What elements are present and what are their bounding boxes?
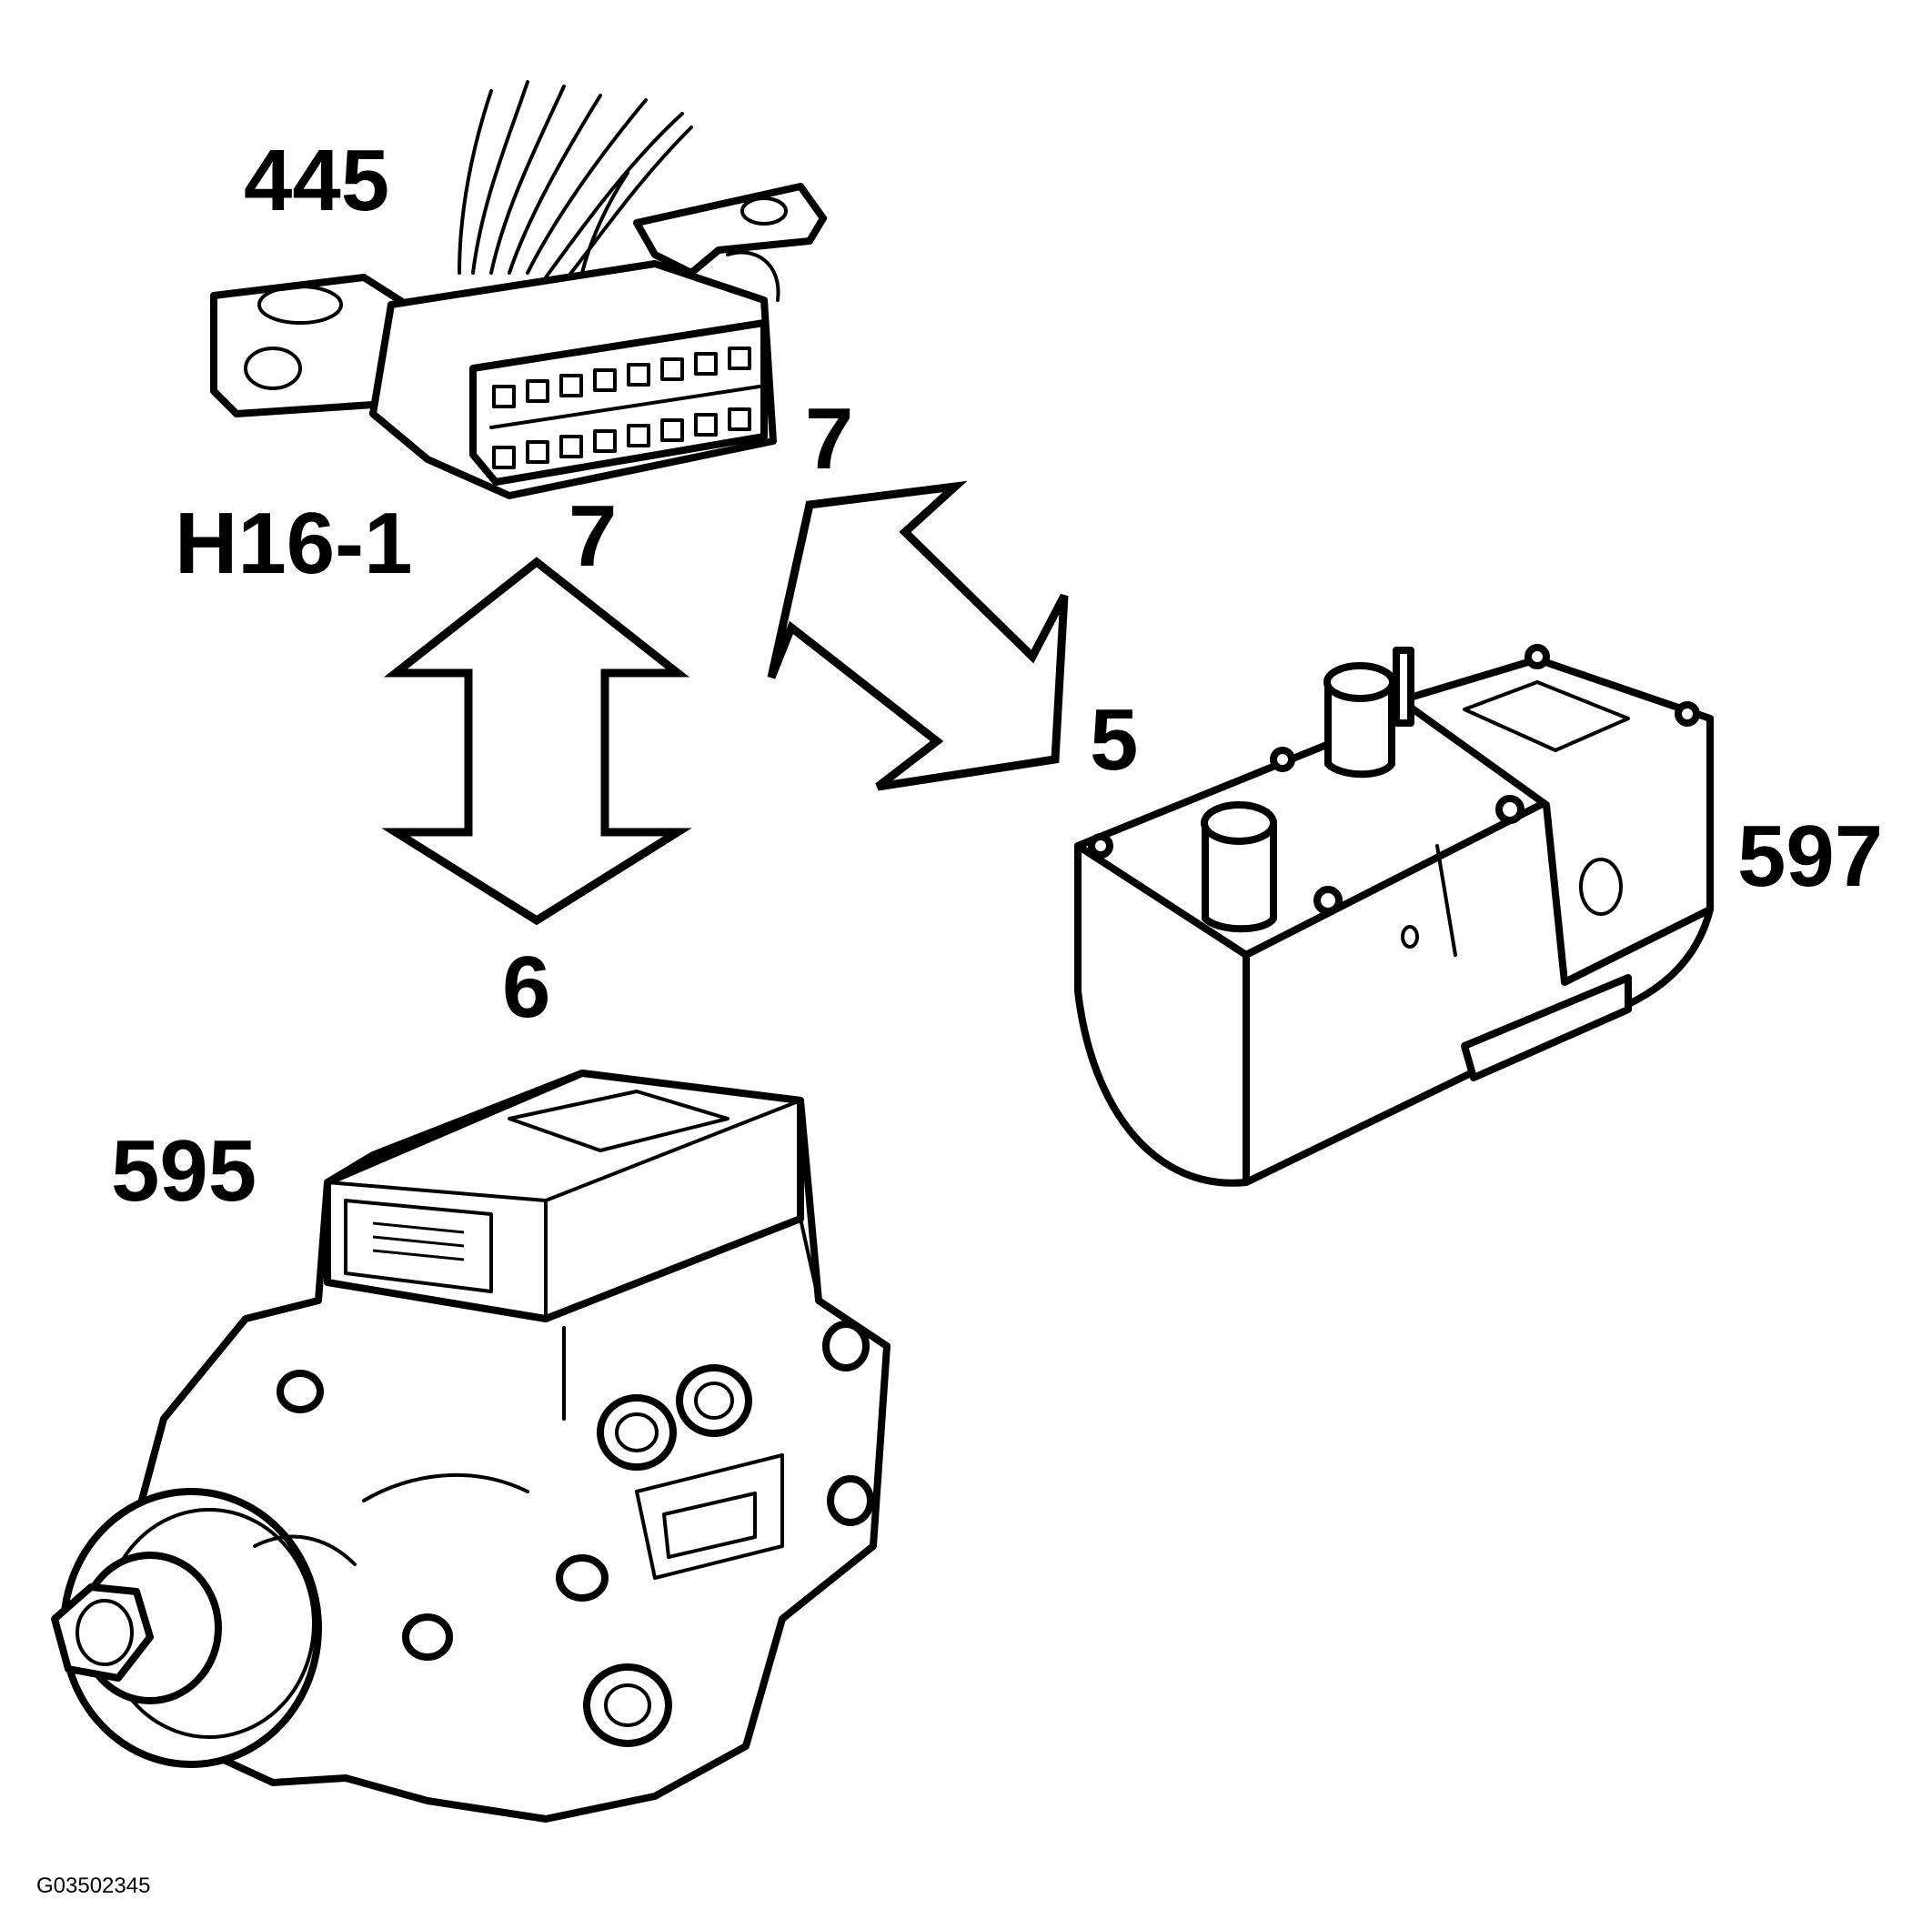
double-arrow-connector-to-pump <box>381 557 692 926</box>
connector-pin-row-upper <box>492 347 751 408</box>
pump-drive-flange <box>51 1488 322 1768</box>
heater-bolts <box>1088 644 1700 915</box>
callout-h16-1: H16-1 <box>175 495 412 592</box>
heater-coolant-pipe-front <box>1201 801 1277 933</box>
callout-pin-7-lower: 7 <box>569 487 617 585</box>
diagnostic-connector-illustration <box>210 80 827 499</box>
figure-id: G03502345 <box>36 1874 150 1898</box>
callout-597: 597 <box>1737 808 1883 905</box>
right-mounting-bracket <box>633 183 827 276</box>
heater-unit-illustration <box>1074 644 1714 1187</box>
pump-control-unit-plug <box>344 1199 493 1293</box>
connector-pin-row-lower <box>492 407 751 469</box>
pump-fittings <box>277 1321 874 1747</box>
lightning-arrow-connector-to-heater <box>767 480 1069 791</box>
heater-coolant-pipe-rear <box>1323 647 1414 779</box>
callout-pin-7-right: 7 <box>805 390 853 487</box>
callout-445: 445 <box>244 132 389 229</box>
heater-front-body <box>1074 842 1250 1187</box>
wiring-harness <box>458 80 693 284</box>
callout-595: 595 <box>111 1122 257 1220</box>
callout-line-5: 5 <box>1090 691 1138 789</box>
injection-pump-illustration <box>51 1070 891 1823</box>
heater-bottom-rail <box>1461 974 1632 1081</box>
callout-line-6: 6 <box>502 939 550 1036</box>
